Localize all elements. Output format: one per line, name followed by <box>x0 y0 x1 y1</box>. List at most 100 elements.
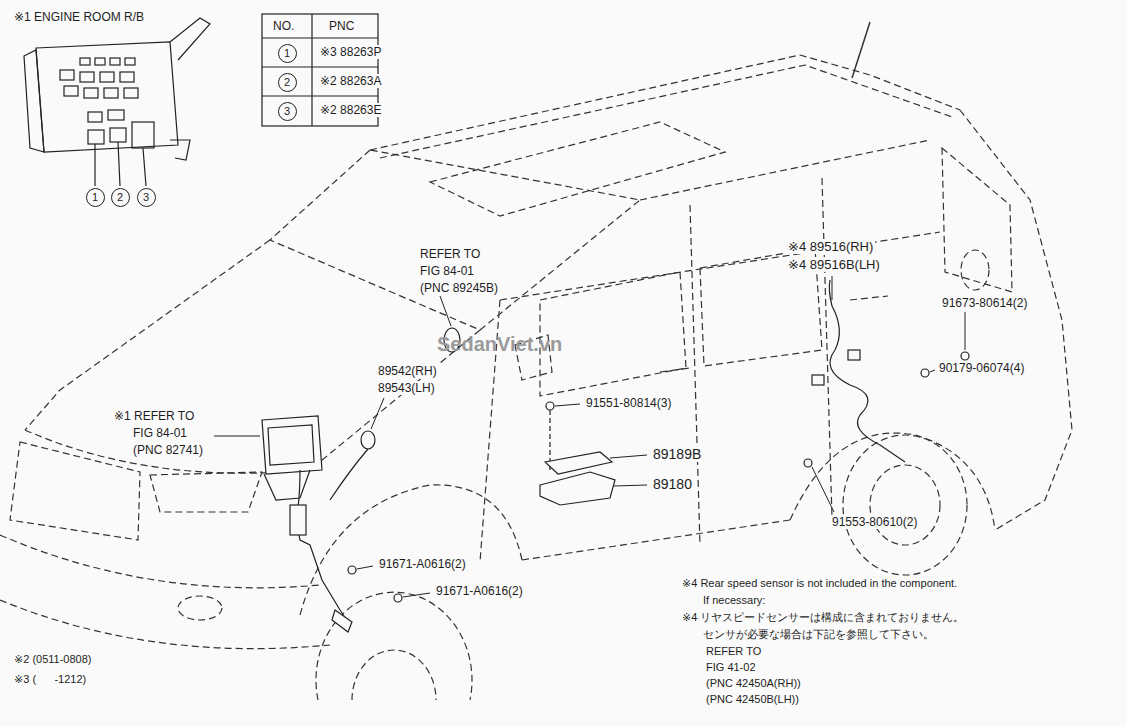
callout-circle: 3 <box>278 102 297 121</box>
drawing-stroke <box>178 596 222 620</box>
part-number: ※4 89516B(LH) <box>786 257 882 272</box>
table-cell: ※2 88263E <box>318 103 383 117</box>
drawing-stroke <box>660 368 690 372</box>
drawing-stroke <box>262 95 378 96</box>
callout-number: 1 <box>284 47 290 59</box>
reference-note: (PNC 82741) <box>131 443 205 457</box>
drawing-stroke <box>812 467 834 512</box>
drawing-stroke <box>380 65 955 158</box>
drawing-stroke <box>64 86 78 96</box>
drawing-stroke <box>394 594 402 602</box>
callout-circle: 1 <box>278 44 297 63</box>
drawing-stroke <box>812 375 824 385</box>
drawing-stroke <box>311 14 312 126</box>
drawing-stroke <box>822 178 832 518</box>
drawing-stroke <box>104 88 118 98</box>
part-number: 89542(RH) <box>376 364 439 378</box>
watermark: SedanViet.vn <box>435 333 564 355</box>
drawing-stroke <box>270 150 640 330</box>
front-parts <box>262 328 460 632</box>
drawing-stroke <box>290 505 306 535</box>
part-number: 91671-A0616(2) <box>434 584 525 598</box>
table-header: NO. <box>271 19 296 33</box>
drawing-stroke <box>296 470 350 625</box>
reference-note: (PNC 42450B(LH)) <box>704 693 801 706</box>
drawing-stroke <box>60 70 74 80</box>
drawing-stroke <box>95 58 105 65</box>
part-number: ※4 89516(RH) <box>786 239 875 254</box>
applicability-note: ※3 ( -1212) <box>12 673 88 686</box>
drawing-stroke <box>170 140 190 160</box>
drawing-stroke <box>214 436 260 437</box>
drawing-stroke <box>125 58 135 65</box>
drawing-stroke <box>120 72 134 82</box>
callout-circle: 1 <box>86 188 105 207</box>
drawing-stroke <box>930 370 935 372</box>
drawing-stroke <box>961 250 989 290</box>
drawing-stroke <box>352 650 436 700</box>
part-number: 89543(LH) <box>376 381 437 395</box>
drawing-stroke <box>848 350 860 360</box>
drawing-stroke <box>614 485 647 486</box>
callout-number: 1 <box>92 191 98 203</box>
drawing-stroke <box>690 205 700 545</box>
footnote: センサが必要な場合は下記を参照して下さい。 <box>701 628 936 641</box>
wheels <box>316 435 967 700</box>
drawing-stroke <box>170 18 210 60</box>
drawing-stroke <box>80 58 90 65</box>
drawing-stroke <box>0 535 320 588</box>
reference-note: REFER TO <box>418 247 482 261</box>
part-number: 90179-06074(4) <box>937 361 1026 375</box>
part-number: 89180 <box>651 476 694 492</box>
footnote: ※4 Rear speed sensor is not included in … <box>680 577 959 590</box>
drawing-stroke <box>961 352 969 360</box>
drawing-stroke <box>264 470 310 500</box>
drawing-stroke <box>540 472 615 505</box>
drawing-stroke <box>610 455 647 458</box>
drawing-stroke <box>262 66 378 67</box>
footnote: ※4 リヤスピードセンサーは構成に含まれておりません。 <box>680 611 966 624</box>
drawing-stroke <box>790 433 995 530</box>
drawing-stroke <box>942 148 1012 292</box>
drawing-stroke <box>545 452 612 474</box>
part-number: 89189B <box>651 446 703 462</box>
drawing-stroke <box>357 566 373 569</box>
part-number: 91551-80814(3) <box>584 396 673 410</box>
drawing-stroke <box>150 472 262 512</box>
drawing-stroke <box>850 296 888 300</box>
drawing-stroke <box>870 465 940 545</box>
drawing-stroke <box>10 442 140 540</box>
drawing-stroke <box>84 88 98 98</box>
drawing-stroke <box>262 37 378 38</box>
relay-box <box>24 18 210 186</box>
yaw-sensor <box>540 402 615 505</box>
drawing-stroke <box>262 416 322 474</box>
callout-circle: 2 <box>278 73 297 92</box>
drawing-stroke <box>268 425 314 465</box>
drawing-stroke <box>332 610 352 632</box>
drawing-stroke <box>555 404 580 406</box>
drawing-stroke <box>0 600 330 649</box>
reference-note: FIG 41-02 <box>704 661 758 674</box>
drawing-stroke <box>80 72 94 82</box>
drawing-stroke <box>348 566 356 574</box>
drawing-stroke <box>640 140 930 200</box>
table-cell: ※2 88263A <box>318 74 383 88</box>
drawing-stroke <box>25 240 270 430</box>
drawing-stroke <box>36 42 178 152</box>
drawing-stroke <box>143 148 146 186</box>
footnote: If necessary: <box>701 594 767 607</box>
drawing-stroke <box>371 398 384 429</box>
callout-number: 3 <box>284 105 290 117</box>
drawing-stroke <box>132 122 154 148</box>
drawing-stroke <box>500 232 940 300</box>
antenna <box>852 22 870 78</box>
drawing-stroke <box>546 402 554 410</box>
drawing-stroke <box>852 22 870 78</box>
drawing-stroke <box>88 130 104 144</box>
box-title: ※1 ENGINE ROOM R/B <box>12 10 146 24</box>
leader-lines <box>214 276 965 597</box>
drawing-stroke <box>108 110 124 120</box>
drawing-stroke <box>522 520 790 560</box>
